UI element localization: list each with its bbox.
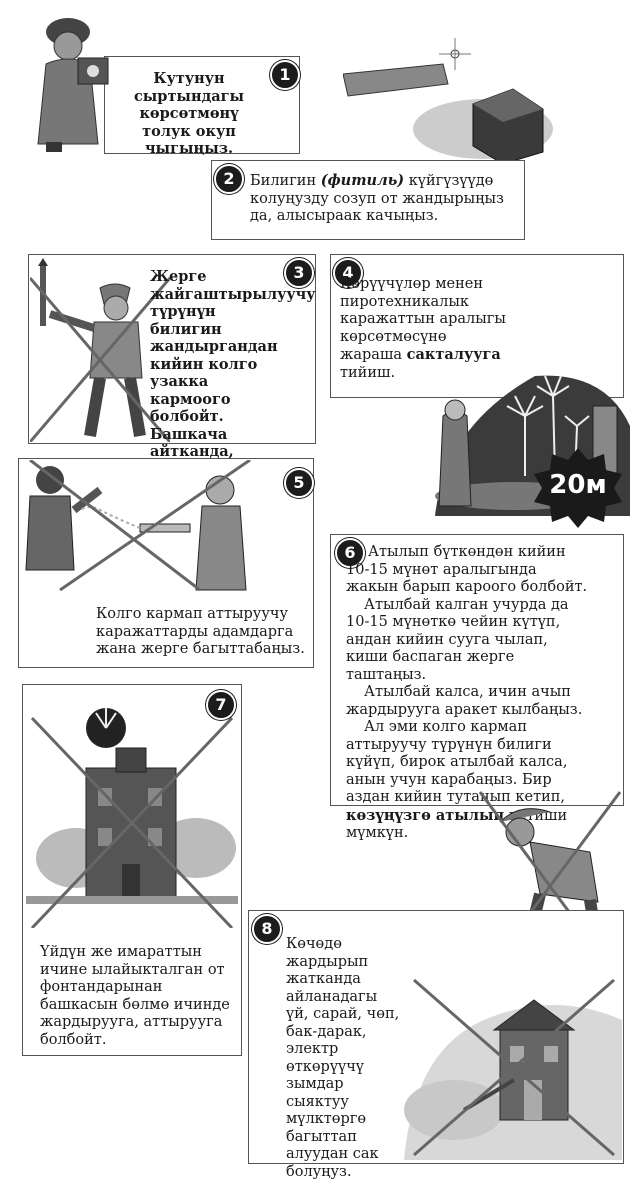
step-6-text: Атылып бүткөндөн кийин 10-15 мүнөт аралы… bbox=[346, 544, 592, 843]
step-6-para-2-text: Атылбай калган учурда да 10-15 мүнөткө ч… bbox=[346, 596, 569, 683]
step-4-number: 4 bbox=[333, 258, 363, 288]
step-8-text-content: Көчөдө жардырып жатканда айланадагы үй, … bbox=[286, 936, 400, 1180]
step-1-number: 1 bbox=[270, 60, 300, 90]
step-4-text: Көрүүчүлөр менен пиротехникалык каражатт… bbox=[340, 276, 512, 382]
step-2-number: 2 bbox=[214, 164, 244, 194]
step-5-text-content: Колго кармап аттыруучу каражаттарды адам… bbox=[96, 606, 305, 657]
step-1-text-content: Кутунун сыртындагы көрсөтмөнү толук окуп… bbox=[133, 70, 245, 157]
step-4-text-b: тийиш. bbox=[340, 364, 396, 381]
step-7-text: Үйдүн же имараттын ичине ылайыкталган от… bbox=[40, 944, 234, 1049]
step-8-number: 8 bbox=[252, 914, 282, 944]
step-6-para-4-bold: көзүңүзгө атылып bbox=[346, 806, 505, 824]
step-6-panel bbox=[330, 534, 624, 806]
step-7-illustration bbox=[26, 688, 238, 928]
step-2-text: Билигин (фитиль) күйгүзүүдө колуңузду со… bbox=[250, 172, 512, 226]
distance-badge-label: 20м bbox=[549, 470, 607, 500]
step-3-number: 3 bbox=[284, 258, 314, 288]
step-3-panel bbox=[28, 254, 316, 444]
step-5-number: 5 bbox=[284, 468, 314, 498]
step-7-text-content: Үйдүн же имараттын ичине ылайыкталган от… bbox=[40, 944, 230, 1048]
step-8-text: Көчөдө жардырып жатканда айланадагы үй, … bbox=[286, 936, 402, 1181]
step-6-para-1: Атылып бүткөндөн кийин 10-15 мүнөт аралы… bbox=[346, 544, 592, 597]
step-6-para-4-text: Ал эми колго кармап аттыруучу түрүнүн би… bbox=[346, 719, 568, 805]
step-3-illustration bbox=[30, 258, 170, 442]
step-4-panel bbox=[330, 254, 624, 398]
step-7-number: 7 bbox=[206, 690, 236, 720]
step-2-text-a: Билигин bbox=[250, 173, 321, 189]
step-6-number: 6 bbox=[335, 538, 365, 568]
step-6-para-4: Ал эми колго кармап аттыруучу түрүнүн би… bbox=[346, 719, 592, 843]
step-5-text: Колго кармап аттыруучу каражаттарды адам… bbox=[96, 606, 306, 659]
step-2-italic: (фитиль) bbox=[320, 172, 405, 189]
step-4-text-a: Көрүүчүлөр менен пиротехникалык каражатт… bbox=[340, 276, 506, 363]
step-4-bold: сакталууга bbox=[406, 346, 501, 363]
step-2-text-b: күйгүзүүдө колуңузду созуп от жандырыңыз… bbox=[250, 173, 504, 224]
step-6-para-1-text: Атылып бүткөндөн кийин 10-15 мүнөт аралы… bbox=[346, 544, 588, 595]
step-1-panel bbox=[104, 56, 300, 154]
step-6-para-2: Атылбай калган учурда да 10-15 мүнөткө ч… bbox=[346, 597, 592, 685]
step-2-panel bbox=[211, 160, 525, 240]
step-6-para-3: Атылбай калса, ичин ачып жардырууга арак… bbox=[346, 684, 592, 719]
step-6-para-3-text: Атылбай калса, ичин ачып жардырууга арак… bbox=[346, 684, 583, 718]
step-5-illustration bbox=[20, 460, 312, 600]
step-1-text: Кутунун сыртындагы көрсөтмөнү толук окуп… bbox=[114, 70, 264, 158]
step-8-illustration bbox=[404, 960, 622, 1160]
cube-firework-illustration bbox=[343, 34, 553, 164]
distance-badge bbox=[532, 448, 624, 528]
step-1-illustration bbox=[16, 4, 146, 154]
